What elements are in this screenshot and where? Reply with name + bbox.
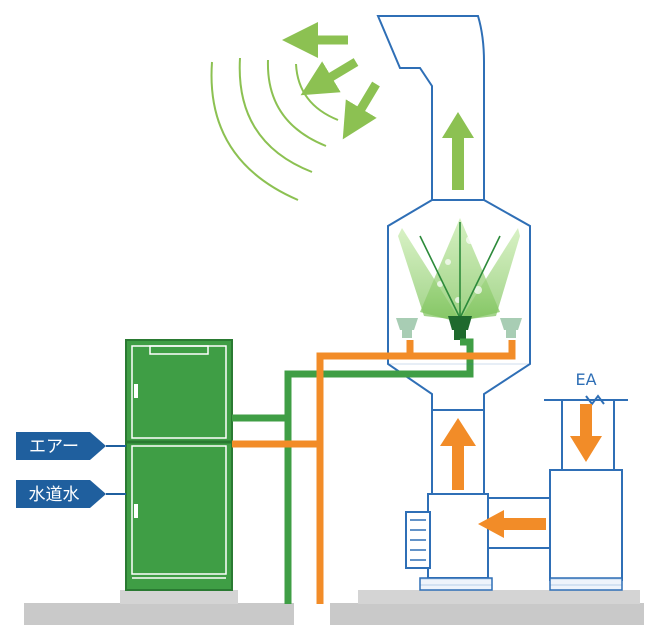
fan-feet: [419, 577, 493, 591]
tap-water-inlet-tag: 水道水: [16, 480, 126, 508]
green-water-pipe: [232, 338, 474, 604]
fan-base: [358, 590, 640, 604]
ea-label: EA: [575, 370, 596, 389]
air-inlet-label: エアー: [29, 437, 79, 457]
ea-box: [549, 469, 623, 581]
control-cabinet: [125, 339, 233, 591]
exhaust-waves: [210, 57, 339, 201]
floor-left: [24, 603, 294, 625]
floor-right: [330, 603, 644, 625]
duct-up-arrow: [440, 418, 476, 490]
spray-nozzles: [396, 316, 522, 340]
stack-up-arrow: [442, 112, 474, 190]
ea-intake-frame: [544, 394, 628, 470]
ea-down-arrow: [570, 404, 602, 462]
fan-motor-fins: [410, 519, 426, 561]
tap-water-inlet-label: 水道水: [29, 485, 80, 505]
air-inlet-tag: エアー: [16, 432, 126, 460]
exhaust-stack: [376, 15, 485, 201]
orange-air-pipe: [232, 340, 516, 604]
spray-mist: [398, 218, 520, 322]
ea-box-bottom: [549, 577, 623, 591]
duct-left-arrow: [478, 510, 546, 538]
fan-housing: [427, 493, 489, 579]
dispersion-arrows: [282, 22, 380, 140]
cabinet-base: [120, 590, 238, 604]
